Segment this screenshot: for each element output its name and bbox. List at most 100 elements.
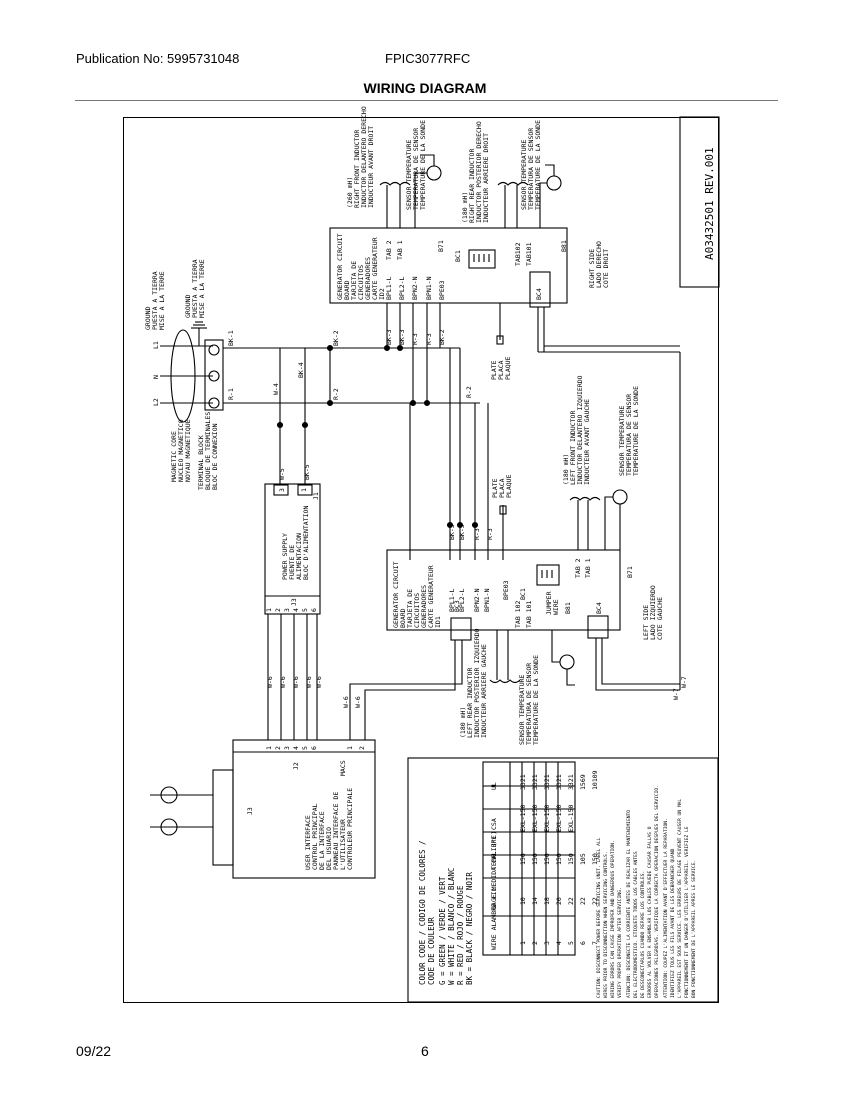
svg-text:MAGNETIC CORE: MAGNETIC CORE — [170, 431, 178, 482]
svg-text:TARJETA DE: TARJETA DE — [406, 589, 414, 628]
junction-dot — [301, 421, 309, 429]
wire-table-header: GAGE MEDIDA CALIBRE — [490, 836, 498, 910]
svg-text:CIRCUITOS: CIRCUITOS — [357, 265, 365, 300]
svg-text:USER INTERFACE: USER INTERFACE — [304, 815, 312, 870]
svg-text:GENERATOR CIRCUIT: GENERATOR CIRCUIT — [336, 233, 344, 300]
conn-label: BPE03 — [502, 580, 510, 600]
page-title: WIRING DIAGRAM — [363, 80, 487, 96]
wire-label: BK-3 — [458, 524, 466, 540]
left-bc3-connector — [450, 617, 472, 641]
svg-text:CARTE GENERATEUR: CARTE GENERATEUR — [427, 565, 435, 628]
lf-inductor-leads — [577, 500, 589, 550]
conn-label: TAB102 — [514, 242, 522, 266]
conn-label: J3 — [290, 598, 298, 606]
svg-text:BLOQUE DE TERMINALES: BLOQUE DE TERMINALES — [204, 412, 212, 490]
svg-text:3321: 3321 — [543, 774, 551, 790]
wire-label: W-6 — [315, 676, 323, 688]
svg-text:PLATE: PLATE — [491, 478, 499, 498]
ps-j1-pin — [297, 484, 313, 496]
svg-text:ERRORES AL VOLVER A ENSAMBLAR: ERRORES AL VOLVER A ENSAMBLAR LOS CABLES… — [647, 826, 653, 998]
lf-sensor-leads — [604, 496, 621, 550]
pin-label: 5 — [301, 746, 309, 750]
svg-text:TEMPERATURA DE SENSOR: TEMPERATURA DE SENSOR — [625, 394, 633, 476]
ground-label: GROUND PUESTA A TIERRA MISE A LA TERRE — [144, 271, 166, 330]
svg-text:SENSOR TEMPERATURE: SENSOR TEMPERATURE — [405, 139, 413, 210]
svg-text:PUESTA A TIERRA: PUESTA A TIERRA — [151, 271, 159, 330]
conn-label: BPN1-N — [425, 276, 433, 300]
wire-label: W-7 — [680, 676, 688, 688]
svg-text:BK = BLACK / NEGRO / NOIR: BK = BLACK / NEGRO / NOIR — [465, 872, 474, 985]
conn-label: TAB 102 — [514, 601, 522, 628]
ui-ferrite-2 — [160, 818, 178, 836]
wire-label: BK-2 — [438, 329, 446, 345]
svg-text:3321: 3321 — [519, 774, 527, 790]
svg-text:ID1: ID1 — [434, 616, 442, 628]
conn-label: B71 — [437, 240, 445, 252]
svg-text:CIRCUITOS: CIRCUITOS — [413, 593, 421, 628]
rf-sensor-leads — [414, 154, 435, 228]
pin-label: 1 — [346, 746, 354, 750]
svg-text:105: 105 — [579, 853, 587, 865]
magnetic-core-label: MAGNETIC CORE NUCLEO MAGNETICO NOYAU MAG… — [170, 419, 192, 482]
wire-label: BK-3 — [398, 329, 406, 345]
plate-label-right: PLATE PLACA PLAQUE — [490, 356, 512, 380]
conn-label: BPL1-L — [448, 588, 456, 612]
svg-text:INDUCTEUR AVANT DROIT: INDUCTEUR AVANT DROIT — [367, 126, 375, 208]
svg-text:7: 7 — [591, 941, 599, 945]
svg-text:CARTE GENERATEUR: CARTE GENERATEUR — [371, 237, 379, 300]
conn-label: BC4 — [595, 602, 603, 614]
power-supply-label: POWER SUPPLY FUENTE DE ALIMENTACION BLOC… — [281, 506, 310, 580]
conn-label: TAB 1 — [584, 558, 592, 578]
wire-label: BK-3 — [385, 329, 393, 345]
lr-inductor-coil — [489, 679, 521, 684]
wire-label: R-3 — [473, 528, 481, 540]
junction-dot — [423, 399, 431, 407]
pin-label: 6 — [310, 746, 318, 750]
svg-text:EXL-150: EXL-150 — [531, 805, 539, 832]
svg-text:150: 150 — [543, 853, 551, 865]
diagram-graphics — [150, 116, 720, 1003]
svg-text:DEL USUARIO: DEL USUARIO — [325, 827, 333, 870]
wire-bc3-to-ui — [349, 640, 463, 740]
pin-label: 2 — [274, 746, 282, 750]
left-bc1-connector — [536, 564, 560, 586]
svg-text:COTE GAUCHE: COTE GAUCHE — [656, 597, 664, 640]
rr-sensor-label: SENSOR TEMPERATURE TEMPERATURA DE SENSOR… — [520, 120, 542, 210]
wire-label: BK-3 — [448, 524, 456, 540]
right-side-label: RIGHT SIDE LADO DERECHO COTE DROIT — [588, 241, 610, 288]
svg-text:22: 22 — [591, 897, 599, 905]
rf-inductor-coil — [379, 181, 411, 186]
svg-text:3321: 3321 — [567, 774, 575, 790]
svg-text:R = RED / ROJO / ROUGE: R = RED / ROJO / ROUGE — [456, 885, 465, 985]
rf-inductor-leads — [386, 185, 401, 228]
terminal-screw-l1 — [208, 344, 220, 356]
wire-label: W-7 — [672, 688, 680, 700]
svg-text:L2: L2 — [152, 398, 160, 406]
svg-text:(180 mH): (180 mH) — [461, 192, 469, 223]
svg-text:PLACA: PLACA — [497, 360, 505, 380]
wire-label: W-6 — [292, 676, 300, 688]
svg-text:GENERADORES: GENERADORES — [420, 585, 428, 628]
svg-text:150: 150 — [567, 853, 575, 865]
svg-text:INDUCTEUR ARRIERE GAUCHE: INDUCTEUR ARRIERE GAUCHE — [480, 644, 488, 738]
conn-label: TAB 1 — [396, 240, 404, 260]
conn-label: B81 — [560, 240, 568, 252]
junction-dot — [456, 521, 464, 529]
svg-text:GROUND: GROUND — [144, 306, 152, 330]
conn-label: B81 — [564, 602, 572, 614]
svg-text:EXL-150: EXL-150 — [543, 805, 551, 832]
wire-label: R-2 — [332, 388, 340, 400]
svg-text:GENERADORES: GENERADORES — [364, 257, 372, 300]
svg-text:RIGHT SIDE: RIGHT SIDE — [588, 249, 596, 288]
svg-text:BOARD: BOARD — [343, 280, 351, 300]
right-bc4-connector — [529, 271, 551, 308]
ui-ribbon-cables — [150, 794, 213, 828]
svg-text:BON FONCTIONNEMENT DE L'APPARE: BON FONCTIONNEMENT DE L'APPAREIL APRES L… — [691, 860, 697, 998]
svg-text:JUMPER: JUMPER — [545, 591, 553, 615]
lf-temp-sensor-icon — [612, 489, 628, 505]
svg-text:TEMPERATURE DE LA SONDE: TEMPERATURE DE LA SONDE — [419, 120, 427, 210]
svg-text:WIRES PRIOR TO DISCONNECTION W: WIRES PRIOR TO DISCONNECTION WHEN SERVIC… — [603, 851, 609, 998]
drawing-number: A03432501 REV.001 — [703, 147, 716, 260]
